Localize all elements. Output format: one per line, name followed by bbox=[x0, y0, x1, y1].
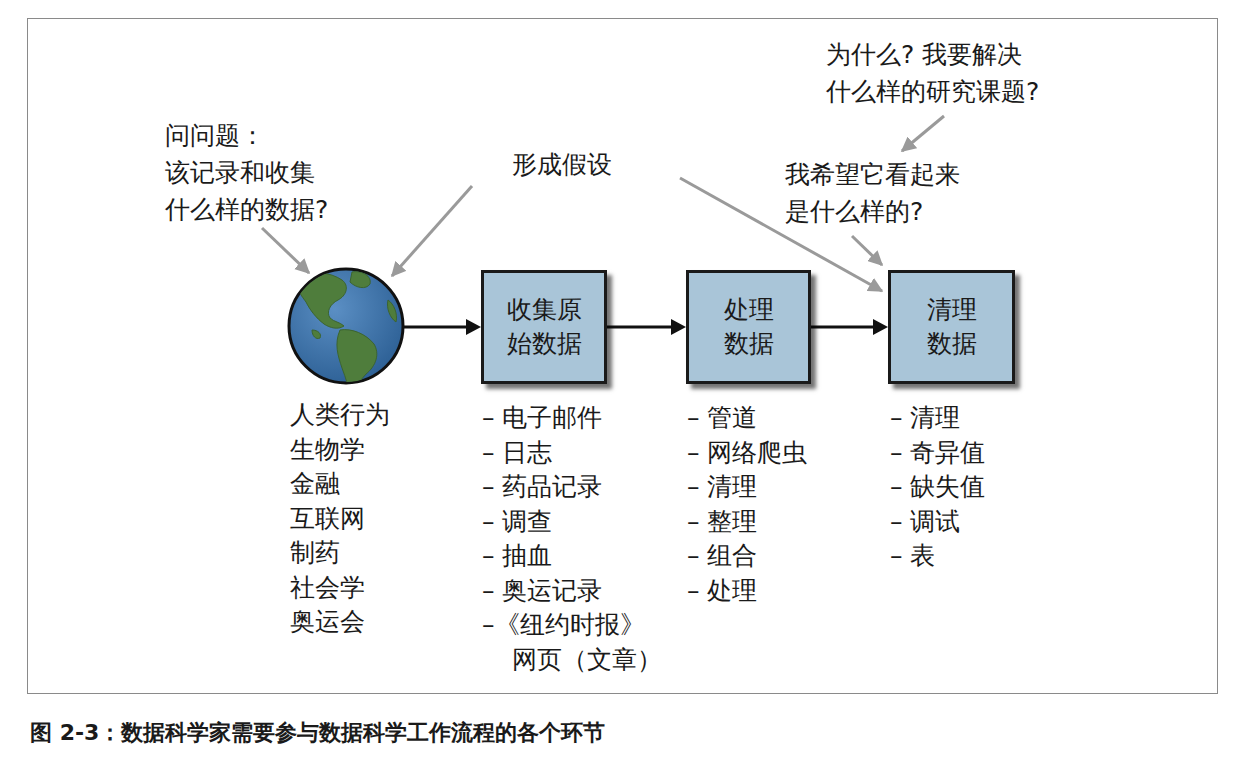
leader-line bbox=[902, 116, 944, 151]
list-item: 制药 bbox=[290, 536, 500, 571]
flow-arrow bbox=[811, 319, 888, 335]
list-item: – 网络爬虫 bbox=[687, 436, 897, 471]
box-title: 处理 数据 bbox=[707, 293, 791, 361]
arrow-head bbox=[466, 319, 481, 335]
list-item: 金融 bbox=[290, 467, 500, 502]
list-item: – 清理 bbox=[890, 401, 1100, 436]
arrow-head bbox=[671, 319, 686, 335]
flow-arrow bbox=[607, 319, 686, 335]
figure-frame bbox=[27, 18, 1218, 694]
list-item: 生物学 bbox=[290, 433, 500, 468]
list-item: –《纽约时报》 网页（文章） bbox=[482, 608, 692, 677]
item-list: – 管道– 网络爬虫– 清理– 整理– 组合– 处理 bbox=[687, 401, 897, 608]
callout-text: 为什么? 我要解决 什么样的研究课题? bbox=[826, 36, 1061, 110]
list-item: – 调试 bbox=[890, 505, 1100, 540]
list-item: – 奥运记录 bbox=[482, 574, 692, 609]
leader-line bbox=[392, 186, 472, 276]
box-title: 收集原 始数据 bbox=[502, 293, 586, 361]
globe-node: 人类行为生物学金融互联网制药社会学奥运会 bbox=[288, 268, 404, 384]
arrow-line bbox=[404, 326, 469, 329]
list-item: – 日志 bbox=[482, 436, 692, 471]
process-box: 清理 数据– 清理– 奇异值– 缺失值– 调试– 表 bbox=[888, 270, 1015, 384]
arrow-line bbox=[607, 326, 674, 329]
list-item: – 奇异值 bbox=[890, 436, 1100, 471]
list-item: – 调查 bbox=[482, 505, 692, 540]
list-item: – 组合 bbox=[687, 539, 897, 574]
box-title: 清理 数据 bbox=[910, 293, 994, 361]
leader-line bbox=[262, 228, 309, 273]
list-item: – 缺失值 bbox=[890, 470, 1100, 505]
list-item: – 药品记录 bbox=[482, 470, 692, 505]
item-list: 人类行为生物学金融互联网制药社会学奥运会 bbox=[290, 398, 500, 640]
list-item: 社会学 bbox=[290, 571, 500, 606]
list-item: – 清理 bbox=[687, 470, 897, 505]
list-item: – 处理 bbox=[687, 574, 897, 609]
item-list: – 清理– 奇异值– 缺失值– 调试– 表 bbox=[890, 401, 1100, 574]
list-item: – 管道 bbox=[687, 401, 897, 436]
list-item: – 表 bbox=[890, 539, 1100, 574]
callout-text: 我希望它看起来 是什么样的? bbox=[785, 156, 990, 230]
list-item: 人类行为 bbox=[290, 398, 500, 433]
leader-line bbox=[852, 236, 882, 265]
arrow-line bbox=[811, 326, 876, 329]
process-box: 处理 数据– 管道– 网络爬虫– 清理– 整理– 组合– 处理 bbox=[686, 270, 811, 384]
process-box: 收集原 始数据– 电子邮件– 日志– 药品记录– 调查– 抽血– 奥运记录–《纽… bbox=[481, 270, 607, 384]
item-list: – 电子邮件– 日志– 药品记录– 调查– 抽血– 奥运记录–《纽约时报》 网页… bbox=[482, 401, 692, 677]
callout-text: 问问题： 该记录和收集 什么样的数据? bbox=[165, 117, 360, 228]
list-item: – 抽血 bbox=[482, 539, 692, 574]
list-item: – 整理 bbox=[687, 505, 897, 540]
flow-arrow bbox=[404, 319, 481, 335]
figure-caption: 图 2-3：数据科学家需要参与数据科学工作流程的各个环节 bbox=[30, 718, 605, 748]
list-item: 奥运会 bbox=[290, 605, 500, 640]
arrow-head bbox=[873, 319, 888, 335]
list-item: 互联网 bbox=[290, 502, 500, 537]
callout-text: 形成假设 bbox=[512, 146, 652, 183]
list-item: – 电子邮件 bbox=[482, 401, 692, 436]
